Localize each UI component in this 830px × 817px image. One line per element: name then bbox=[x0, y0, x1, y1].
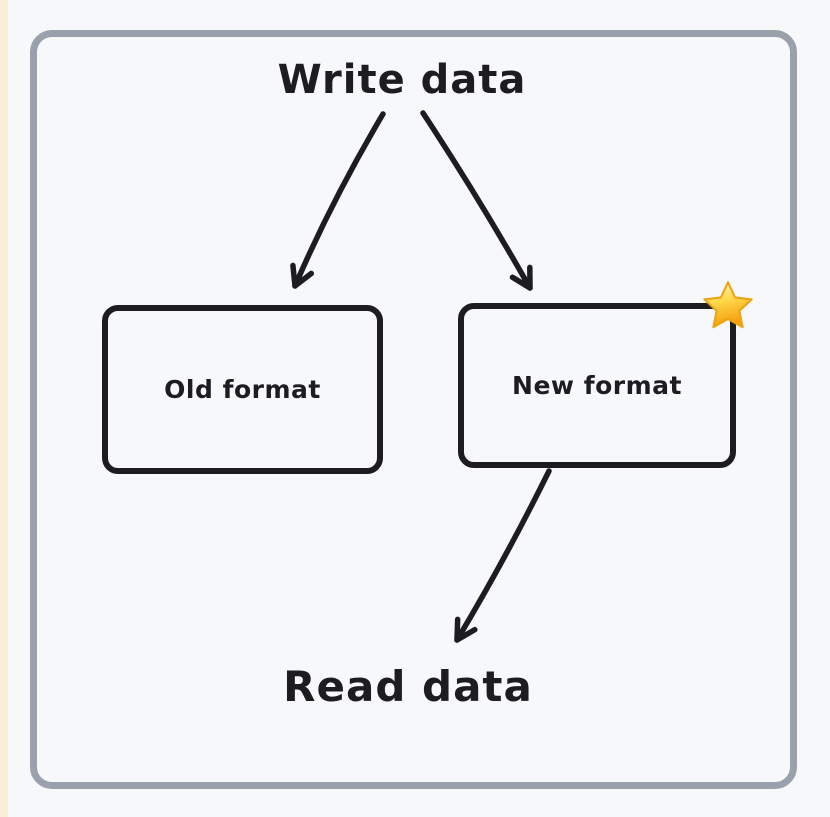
read-data-label[interactable]: Read data bbox=[283, 662, 533, 711]
new-format-box[interactable]: New format bbox=[458, 303, 736, 468]
star-icon[interactable] bbox=[701, 279, 755, 331]
old-format-label: Old format bbox=[164, 375, 321, 404]
old-format-box[interactable]: Old format bbox=[102, 305, 383, 474]
write-data-label[interactable]: Write data bbox=[277, 57, 527, 103]
diagram-frame[interactable] bbox=[30, 30, 797, 789]
page-edge-strip bbox=[0, 0, 8, 817]
arrow-new-format-to-read[interactable] bbox=[454, 468, 552, 643]
arrow-write-to-new-format[interactable] bbox=[420, 110, 533, 291]
arrow-write-to-old-format[interactable] bbox=[290, 111, 386, 289]
new-format-label: New format bbox=[512, 371, 682, 400]
